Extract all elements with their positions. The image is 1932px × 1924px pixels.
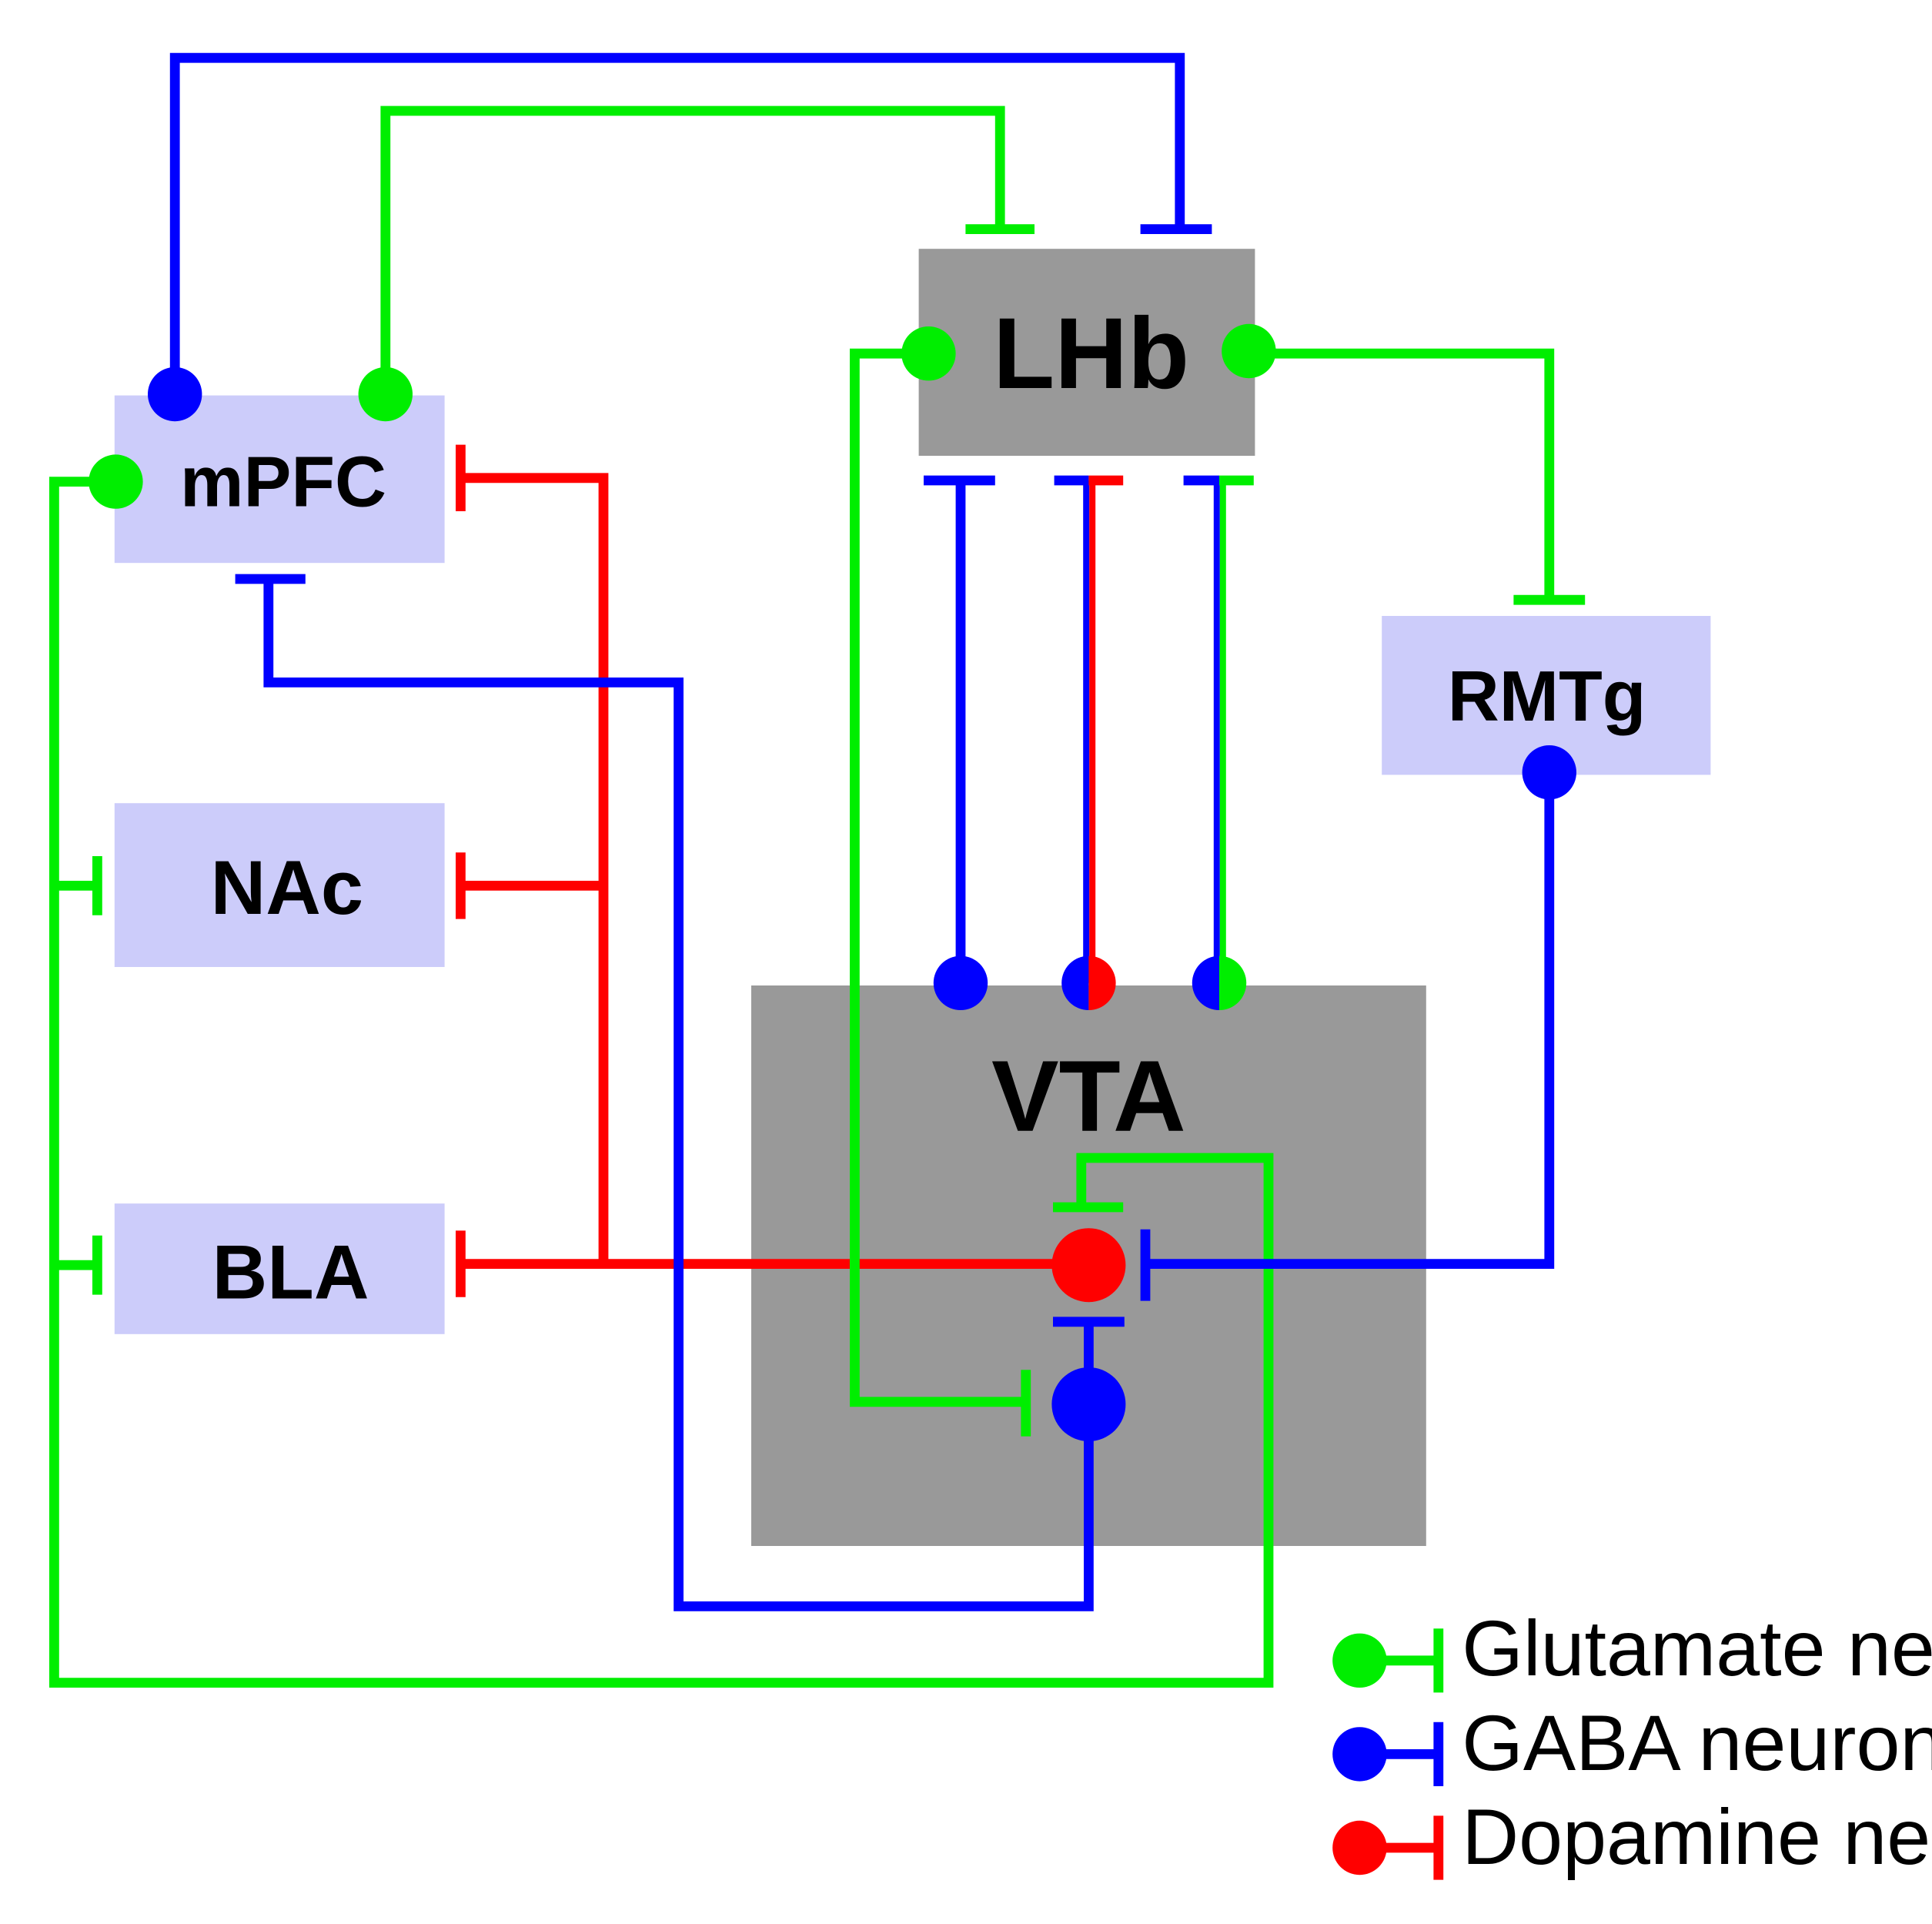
legend-label-dopamine: Dopamine neuron [1462, 1792, 1932, 1881]
pathway-lhb-glutamate-to-rmtg [1248, 348, 1555, 599]
region-box-bla [114, 1203, 445, 1334]
pathway-mpfc-gaba-to-lhb [169, 52, 1185, 389]
neuron-vta-gaba-glutamate [1192, 955, 1247, 1010]
legend-glutamate-dot [1332, 1633, 1387, 1688]
region-box-lhb [918, 249, 1255, 456]
pathway-vta-glutamate-to-forebrain [49, 477, 1274, 1688]
label-rmtg: RMTg [1448, 656, 1646, 736]
legend-item-dopamine: Dopamine neuron [1332, 1792, 1932, 1881]
neuron-vta-gaba [1051, 1367, 1126, 1441]
pathway-mpfc-glutamate-to-lhb [380, 105, 1005, 389]
label-lhb: LHb [993, 296, 1189, 410]
legend: Glutamate neuron GABA neuron Dopamine ne… [1332, 1604, 1932, 1881]
region-box-nac [114, 803, 445, 967]
legend-label-gaba: GABA neuron [1462, 1698, 1932, 1787]
pathway-vta-gaba-to-mpfc [263, 579, 1094, 1611]
region-box-mpfc [114, 395, 445, 564]
pathway-lhb-glutamate-to-vta-gaba [850, 348, 1026, 1407]
legend-dopamine-dot [1332, 1820, 1387, 1875]
legend-gaba-dot [1332, 1727, 1387, 1782]
legend-item-gaba: GABA neuron [1332, 1698, 1932, 1787]
legend-item-glutamate: Glutamate neuron [1332, 1604, 1932, 1693]
legend-label-glutamate: Glutamate neuron [1462, 1604, 1932, 1692]
neuron-lhb-glutamate-right [1222, 323, 1276, 379]
neuron-mpfc-gaba [148, 366, 202, 422]
neuron-vta-gaba-dopamine [1061, 955, 1116, 1010]
label-mpfc: mPFC [180, 442, 386, 522]
pathway-rmtg-gaba-to-vta-da [1148, 772, 1555, 1270]
label-vta: VTA [991, 1039, 1186, 1153]
neuron-vta-dopamine [1051, 1228, 1126, 1303]
neuron-mpfc-glutamate [358, 366, 413, 422]
pathway-dopamine-trunk [460, 473, 609, 1264]
neuron-vta-gaba-top [933, 955, 988, 1010]
label-nac: NAc [211, 845, 363, 931]
neuron-lhb-glutamate-left [901, 326, 956, 381]
neuron-rmtg-gaba [1522, 745, 1576, 800]
label-bla: BLA [212, 1230, 369, 1315]
neuron-mpfc-glutamate-input [89, 454, 143, 509]
